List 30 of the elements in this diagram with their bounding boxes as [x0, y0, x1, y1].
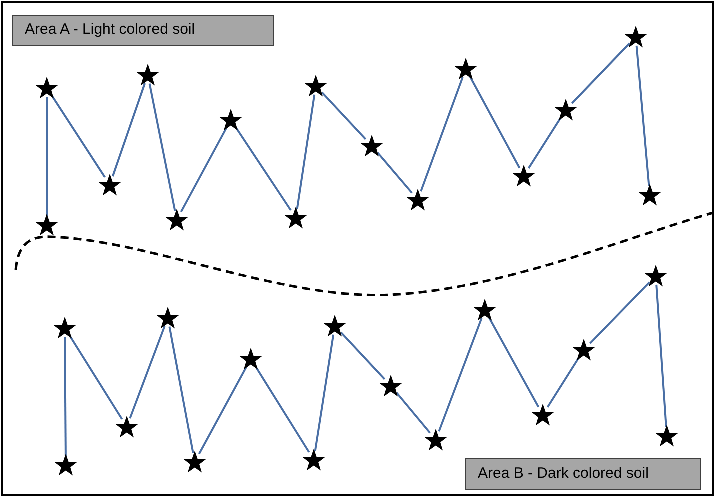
- path-line: [235, 126, 292, 212]
- path-line: [129, 326, 166, 419]
- path-line: [438, 318, 483, 432]
- path-line: [321, 92, 367, 140]
- path-line: [168, 326, 194, 454]
- path-line: [198, 366, 248, 455]
- path-line: [296, 94, 316, 210]
- path-line: [64, 337, 67, 456]
- path-line: [488, 317, 540, 408]
- path-line: [112, 83, 146, 177]
- path-line: [546, 357, 580, 408]
- path-line: [51, 95, 106, 178]
- path-line: [148, 84, 176, 212]
- path-line: [46, 97, 48, 216]
- path-line: [590, 282, 650, 344]
- path-line: [572, 42, 630, 104]
- area-label-box: Area A - Light colored soil: [12, 15, 274, 46]
- path-line: [180, 127, 228, 213]
- path-line: [528, 117, 562, 169]
- path-line: [636, 46, 650, 186]
- path-line: [656, 284, 668, 428]
- path-line: [377, 152, 413, 194]
- path-line: [469, 76, 521, 169]
- path-line: [340, 332, 386, 380]
- area-label-box: Area B - Dark colored soil: [465, 458, 701, 490]
- path-line: [420, 77, 464, 192]
- path-line: [396, 392, 431, 434]
- path-line: [314, 334, 335, 452]
- path-line: [68, 335, 124, 420]
- path-line: [254, 366, 310, 453]
